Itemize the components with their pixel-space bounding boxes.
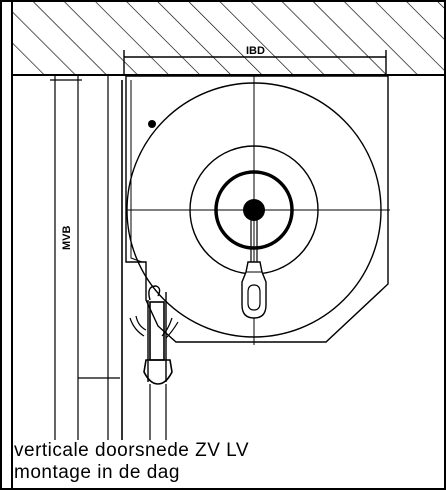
housing-inner-edge (130, 80, 143, 263)
caption-line-1: verticale doorsnede ZV LV (14, 440, 249, 461)
mvb-label: MVB (61, 226, 73, 251)
brush-strip-left (129, 315, 147, 337)
caption-line-2: montage in de dag (14, 462, 180, 483)
screw-dot (148, 120, 156, 128)
slat-hook-top (148, 285, 161, 301)
ibd-label: IBD (246, 45, 265, 57)
roller-box-housing (125, 75, 389, 343)
ceiling-hatch (12, 2, 444, 75)
end-slat (143, 359, 173, 385)
strap-clip-inner (247, 284, 261, 311)
slat-profile-box (149, 301, 165, 361)
brush-strip-right (161, 317, 179, 339)
guide-rail-profile (147, 292, 167, 382)
